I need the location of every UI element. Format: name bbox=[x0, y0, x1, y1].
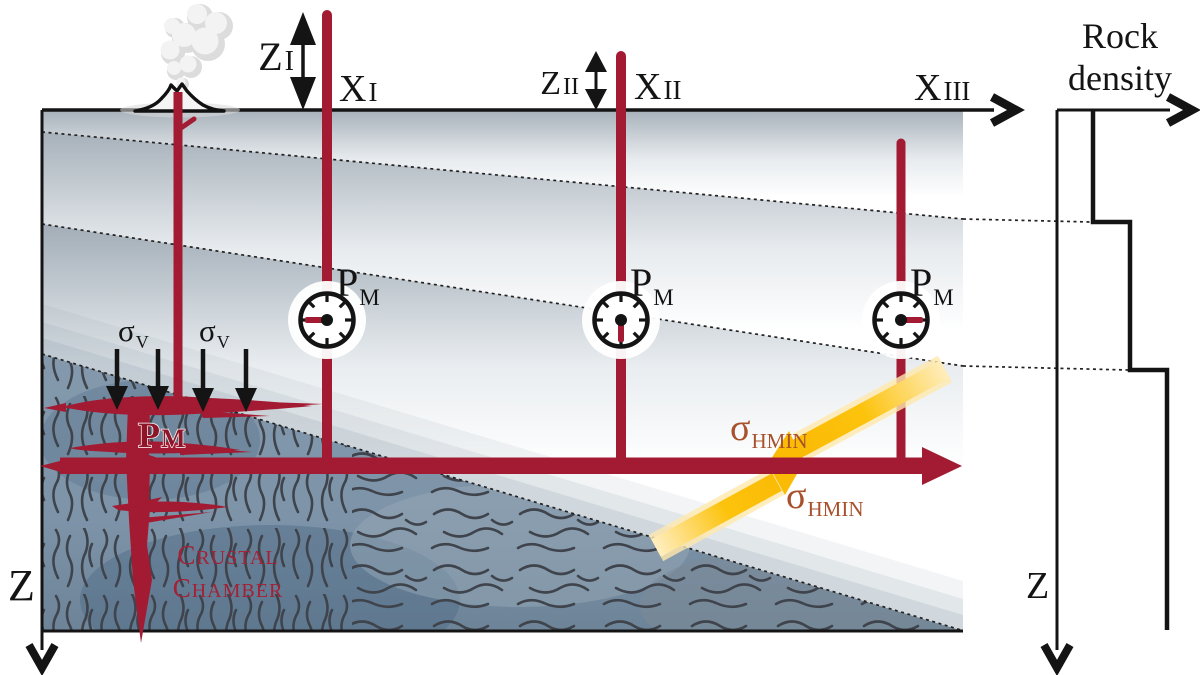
sigma-v-arrow bbox=[106, 349, 128, 410]
density-plot: Rock density Z bbox=[1026, 16, 1200, 675]
pm-label-2: PM bbox=[630, 260, 674, 310]
sigma-hmin-label-lower: σHMIN bbox=[786, 475, 863, 521]
gauge-hub bbox=[615, 314, 627, 326]
layer-2 bbox=[42, 132, 963, 366]
conduit-branch bbox=[178, 116, 197, 131]
layer-3 bbox=[42, 224, 963, 631]
gauge-hub bbox=[895, 314, 907, 326]
sigma-v-arrow bbox=[192, 349, 214, 412]
magma-sill-arrow bbox=[60, 447, 962, 485]
density-x-arrow-icon bbox=[1165, 93, 1200, 127]
sigma-hmin-arrow-lower bbox=[651, 473, 782, 557]
density-connector-1 bbox=[962, 218, 1092, 223]
gauge-hub bbox=[321, 314, 333, 326]
pressure-gauge-1: PM bbox=[288, 260, 380, 359]
sigma-hmin-arrow-upper bbox=[790, 360, 950, 459]
x2-label: XII bbox=[634, 66, 681, 108]
pm-label-3: PM bbox=[910, 260, 954, 310]
chamber-sill-spike bbox=[240, 401, 324, 409]
svg-text:CRUSTAL: CRUSTAL bbox=[177, 540, 278, 570]
chamber-shaft-spike bbox=[40, 460, 64, 473]
rock-density-title-line2: density bbox=[1068, 58, 1172, 98]
chamber-sill-spike bbox=[140, 512, 212, 523]
sigma-hmin-arrowhead-upper bbox=[771, 431, 803, 460]
x1-label: XI bbox=[339, 68, 377, 110]
chamber-sill-spike bbox=[44, 403, 66, 412]
pressure-gauge-2: PM bbox=[582, 260, 674, 359]
density-connector-2 bbox=[962, 365, 1129, 371]
gauge-ticks bbox=[876, 295, 926, 345]
chamber-sill-spike bbox=[200, 411, 270, 418]
layer-1 bbox=[42, 110, 963, 219]
z1-extent-arrow-icon bbox=[290, 12, 316, 110]
z2-extent-arrow-icon bbox=[585, 51, 607, 110]
z-axis-right-label: Z bbox=[1026, 565, 1049, 607]
svg-text:CHAMBER: CHAMBER bbox=[173, 573, 284, 603]
chamber-caption: CRUSTAL CHAMBER bbox=[173, 540, 284, 603]
x-axis-arrow-icon bbox=[989, 93, 1025, 127]
density-z-arrow-icon bbox=[1040, 643, 1074, 675]
smoke-icon bbox=[160, 4, 233, 90]
z1-label: ZI bbox=[258, 34, 294, 79]
sigma-v-arrow bbox=[235, 349, 257, 412]
z-axis-left-label: Z bbox=[8, 561, 35, 610]
sigma-v-label-1: σV bbox=[118, 313, 149, 352]
x3-label: XIII bbox=[914, 67, 970, 109]
basement-contact bbox=[41, 353, 962, 631]
sigma-v-label-2: σV bbox=[199, 313, 230, 352]
pm-label-1: PM bbox=[336, 260, 380, 310]
sigma-v-arrow bbox=[147, 349, 169, 410]
chamber-sill-spike bbox=[180, 446, 252, 455]
density-profile-curve bbox=[1090, 111, 1170, 630]
z2-label: ZII bbox=[540, 65, 579, 102]
sigma-hmin-label-upper: σHMIN bbox=[730, 407, 807, 453]
chamber-pm-label: PM bbox=[138, 415, 186, 455]
layer-boundary-1 bbox=[41, 131, 964, 220]
sigma-hmin-band bbox=[648, 355, 953, 562]
pressure-gauge-3: PM bbox=[862, 260, 954, 359]
rock-density-title-line1: Rock bbox=[1082, 16, 1158, 56]
z-axis-left-arrow-icon bbox=[25, 643, 59, 675]
sigma-v-arrows bbox=[106, 349, 257, 412]
